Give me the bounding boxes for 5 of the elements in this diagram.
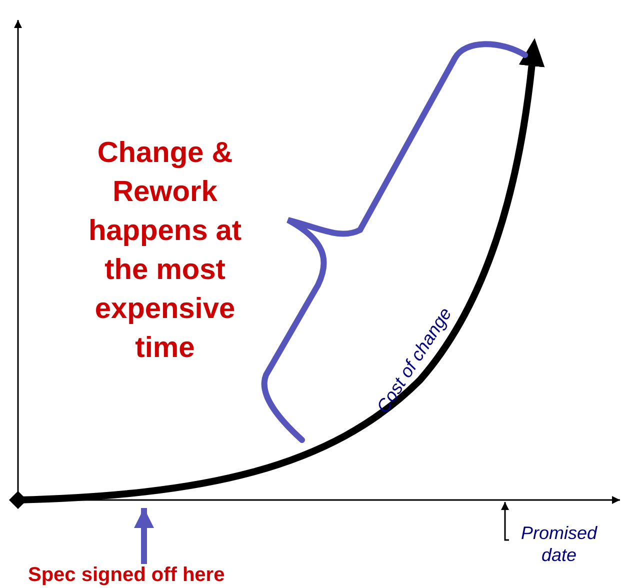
annotation-text: Change & Rework happens at the most expensive time	[87, 136, 243, 366]
arrow	[134, 508, 154, 564]
annotation-text: Promised date	[509, 522, 609, 566]
arrow	[501, 502, 509, 541]
annotation-text: Spec signed off here	[28, 564, 225, 587]
